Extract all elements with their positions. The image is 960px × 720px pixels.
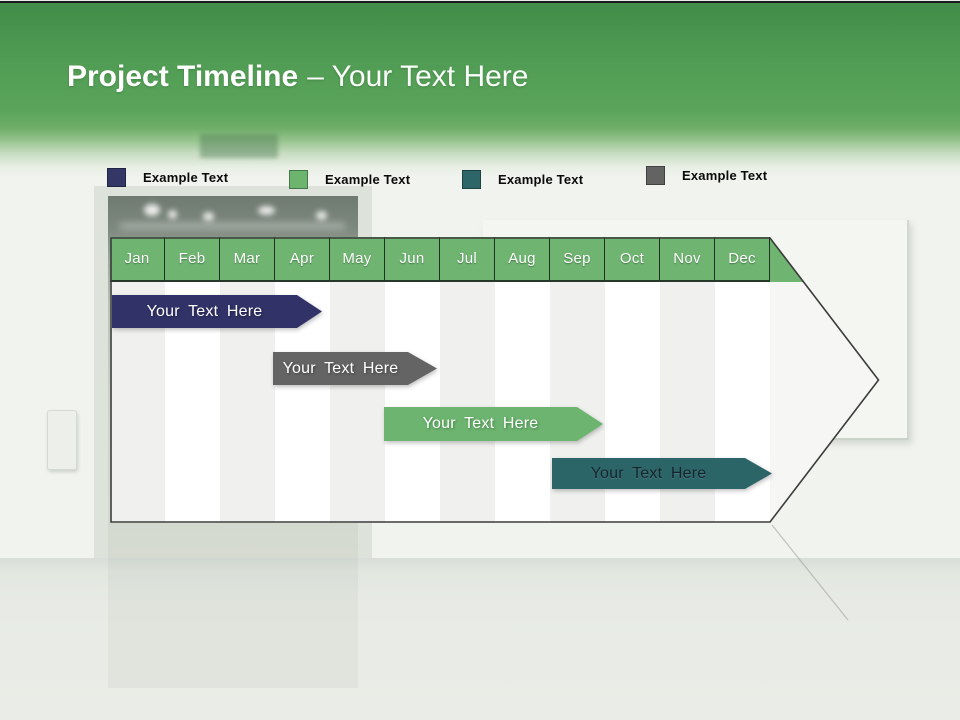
ceiling-light [203,212,214,221]
light-streak [120,224,345,228]
legend-item-4: Example Text [646,165,767,186]
month-cell-may: May [330,237,385,280]
gantt-bar-1-label[interactable]: Your Text Here [112,295,322,328]
month-cell-feb: Feb [165,237,220,280]
timeline-chart: Jan Feb Mar Apr May Jun Jul Aug Sep Oct … [110,237,900,667]
month-cell-oct: Oct [605,237,660,280]
month-cell-dec: Dec [715,237,770,280]
legend-label[interactable]: Example Text [143,170,229,185]
ceiling-light [144,204,160,216]
legend-swatch-gray [646,166,665,185]
ceiling-light [168,210,177,219]
floor-reflection [108,558,358,688]
ceiling-light [316,211,327,220]
title-bold: Project Timeline [67,60,299,93]
month-cell-mar: Mar [220,237,275,280]
title-band [0,0,960,178]
top-border-line [0,1,960,3]
legend-swatch-teal [462,170,481,189]
gantt-bar-3-label[interactable]: Your Text Here [384,407,603,441]
gantt-bar-2-label[interactable]: Your Text Here [273,352,437,385]
ceiling-light [258,206,275,215]
month-cell-jul: Jul [440,237,495,280]
title-placeholder: – Your Text Here [307,60,529,93]
gantt-bar-2: Your Text Here [273,352,437,385]
timeline-arrow-body: Jan Feb Mar Apr May Jun Jul Aug Sep Oct … [110,237,879,523]
wall-switch [47,410,77,470]
legend-swatch-navy [107,168,126,187]
month-cell-nov: Nov [660,237,715,280]
legend-item-2: Example Text [289,169,410,190]
legend-label[interactable]: Example Text [325,172,411,187]
legend-swatch-green [289,170,308,189]
exit-sign [200,134,278,158]
month-cell-sep: Sep [550,237,605,280]
month-header-row: Jan Feb Mar Apr May Jun Jul Aug Sep Oct … [110,237,770,282]
gantt-bar-4: Your Text Here [552,458,772,489]
gantt-bar-3: Your Text Here [384,407,603,441]
legend-item-3: Example Text [462,169,583,190]
month-cell-jan: Jan [110,237,165,280]
gantt-bar-4-label[interactable]: Your Text Here [552,458,772,489]
legend-item-1: Example Text [107,167,228,188]
legend-label[interactable]: Example Text [498,172,584,187]
legend-label[interactable]: Example Text [682,168,768,183]
gantt-bar-1: Your Text Here [112,295,322,328]
month-cell-jun: Jun [385,237,440,280]
top-hairline [0,0,960,1]
month-cell-aug: Aug [495,237,550,280]
page-title[interactable]: Project Timeline– Your Text Here [67,58,528,96]
month-cell-apr: Apr [275,237,330,280]
